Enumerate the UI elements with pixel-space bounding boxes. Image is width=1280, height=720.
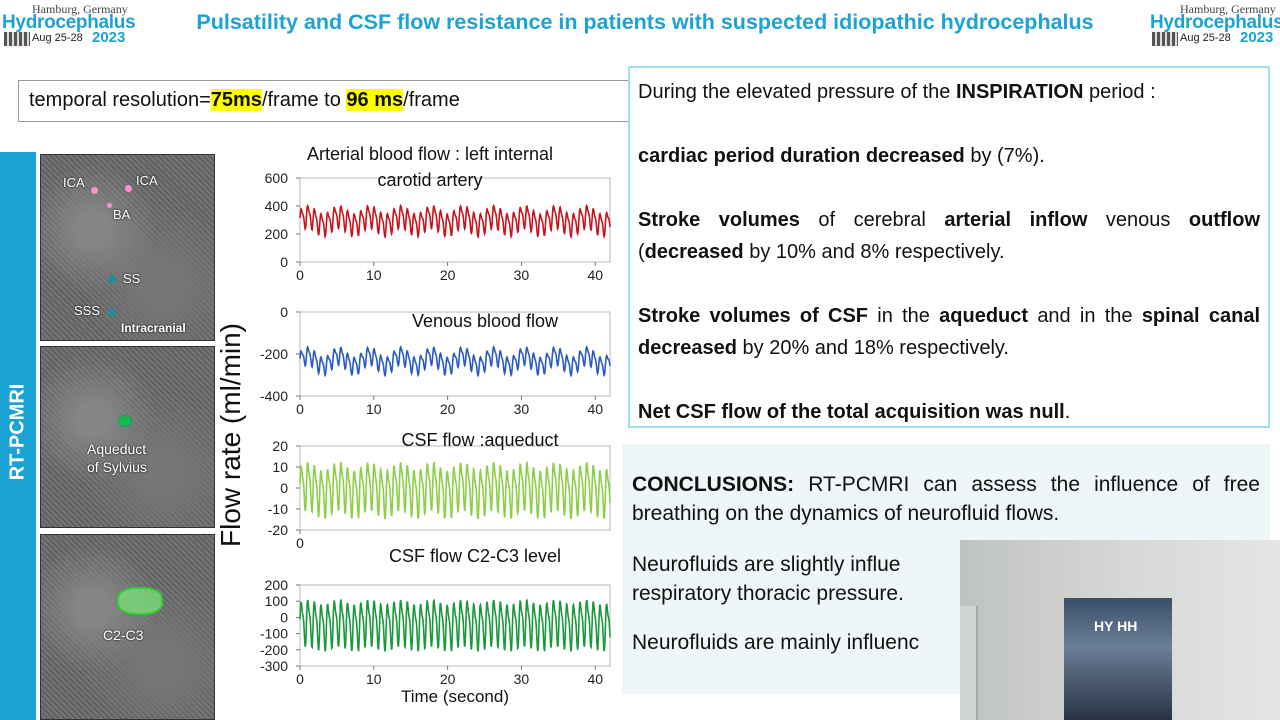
- skyline-icon: [1152, 32, 1178, 46]
- y-tick-label: 400: [265, 198, 289, 214]
- x-tick-label: 0: [296, 401, 304, 417]
- sidebar-label: RT-PCMRI: [6, 383, 29, 481]
- conclusion-1: CONCLUSIONS: RT-PCMRI can assess the inf…: [632, 473, 1260, 525]
- c2c3-region-marker: [117, 587, 163, 615]
- logo-city: Hamburg, Germany: [1180, 2, 1276, 16]
- y-tick-label: -200: [260, 346, 288, 362]
- chart-title-line-2: carotid artery: [377, 170, 482, 190]
- y-tick-label: -400: [260, 388, 288, 404]
- ica-left-marker: [91, 187, 98, 194]
- finding-stroke-blood: Stroke volumes of cerebral arterial infl…: [638, 209, 1261, 263]
- x-tick-label: 40: [587, 401, 603, 417]
- y-tick-label: 0: [280, 480, 288, 496]
- conclusion-3: Neurofluids are mainly influenc: [632, 631, 920, 654]
- x-tick-label: 10: [366, 267, 382, 283]
- chart-series-line: [299, 460, 611, 520]
- chart-title: CSF flow :aqueduct: [401, 430, 558, 450]
- y-tick-label: 0: [280, 609, 288, 625]
- sss-marker: [107, 307, 117, 316]
- y-tick-label: -300: [260, 658, 288, 674]
- slide-title: Pulsatility and CSF flow resistance in p…: [196, 10, 1094, 34]
- temporal-resolution-box: temporal resolution=75ms/frame to 96 ms/…: [18, 80, 628, 122]
- x-tick-label: 30: [514, 267, 530, 283]
- logo-city: Hamburg, Germany: [32, 2, 128, 16]
- chart-series-line: [299, 598, 611, 653]
- method-sidebar: RT-PCMRI: [0, 152, 36, 720]
- y-tick-label: 10: [272, 459, 288, 475]
- c2c3-label: C2-C3: [103, 627, 144, 643]
- chart-series-line: [299, 345, 611, 378]
- x-tick-label: 0: [296, 267, 304, 283]
- y-tick-label: 0: [280, 304, 288, 320]
- finding-cardiac: cardiac period duration decreased by (7%…: [638, 145, 1045, 167]
- ica-right-marker: [125, 185, 132, 192]
- ica-right-label: ICA: [136, 173, 158, 188]
- y-tick-label: 600: [265, 170, 289, 186]
- y-tick-label: 20: [272, 438, 288, 454]
- y-tick-label: -100: [260, 626, 288, 642]
- poster: HY HH: [1064, 598, 1172, 720]
- region-label: Intracranial: [121, 321, 186, 335]
- finding-net-csf: Net CSF flow of the total acquisition wa…: [638, 401, 1071, 423]
- poster-text: HY HH: [1094, 618, 1138, 634]
- ica-left-label: ICA: [63, 175, 85, 190]
- mri-intracranial: ICA ICA BA SS SSS Intracranial: [40, 154, 215, 341]
- door: [960, 606, 978, 720]
- temporal-value-1: 75ms: [210, 89, 262, 111]
- temporal-suffix: /frame: [403, 89, 460, 111]
- x-tick-label: 0: [296, 671, 304, 687]
- logo-year: 2023: [92, 29, 126, 46]
- chart-title: CSF flow C2-C3 level: [389, 546, 561, 566]
- speaker-webcam: HY HH: [960, 540, 1280, 720]
- logo-name: Hydrocephalus: [1150, 12, 1280, 33]
- flow-charts: Arterial blood flow : left internal carot…: [260, 144, 611, 706]
- mri-aqueduct: Aqueduct of Sylvius: [40, 346, 215, 528]
- aqueduct-label-2: of Sylvius: [87, 459, 147, 475]
- y-tick-label: 200: [265, 577, 289, 593]
- x-tick-label: 40: [587, 671, 603, 687]
- logo-dates: Aug 25-28: [1180, 32, 1231, 44]
- aqueduct-label-1: Aqueduct: [87, 441, 147, 457]
- skyline-icon: [4, 32, 30, 46]
- y-tick-label: 200: [265, 226, 289, 242]
- hydrocephalus-logo-left: Hamburg, Germany Hydrocephalus Aug 25-28…: [2, 2, 136, 48]
- x-tick-label: 10: [366, 671, 382, 687]
- ba-label: BA: [113, 207, 131, 222]
- x-tick-label: 10: [366, 401, 382, 417]
- x-axis-label: Time (second): [401, 687, 509, 706]
- finding-stroke-csf: Stroke volumes of CSF in the aqueduct an…: [638, 305, 1260, 359]
- ba-marker: [107, 203, 112, 208]
- y-tick-label: 100: [265, 593, 289, 609]
- x-tick-label: 30: [514, 401, 530, 417]
- ss-label: SS: [123, 271, 141, 286]
- mri-c2c3: C2-C3: [40, 534, 215, 720]
- sss-label: SSS: [74, 303, 101, 318]
- aqueduct-marker: [118, 415, 132, 427]
- logo-year: 2023: [1240, 29, 1274, 46]
- y-tick-label: -10: [268, 501, 288, 517]
- finding-inspiration: During the elevated pressure of the INSP…: [638, 81, 1156, 103]
- temporal-value-2: 96 ms: [346, 89, 404, 111]
- chart-title: Venous blood flow: [412, 311, 559, 331]
- chart-series-line: [299, 203, 611, 240]
- logo-name: Hydrocephalus: [2, 12, 136, 33]
- x-tick-label: 20: [440, 671, 456, 687]
- hydrocephalus-logo-right: Hamburg, Germany Hydrocephalus Aug 25-28…: [1150, 2, 1280, 48]
- x-tick-label: 0: [296, 535, 304, 551]
- temporal-prefix: temporal resolution=: [29, 89, 211, 111]
- logo-dates: Aug 25-28: [32, 32, 83, 44]
- y-tick-label: 0: [280, 254, 288, 270]
- chart-title-line-1: Arterial blood flow : left internal: [307, 144, 553, 164]
- y-tick-label: -200: [260, 642, 288, 658]
- x-tick-label: 20: [440, 401, 456, 417]
- y-tick-label: -20: [268, 522, 288, 538]
- x-tick-label: 40: [587, 267, 603, 283]
- findings-box: During the elevated pressure of the INSP…: [628, 66, 1270, 428]
- temporal-mid: /frame to: [261, 89, 347, 111]
- ss-marker: [107, 273, 117, 282]
- x-tick-label: 30: [514, 671, 530, 687]
- x-tick-label: 20: [440, 267, 456, 283]
